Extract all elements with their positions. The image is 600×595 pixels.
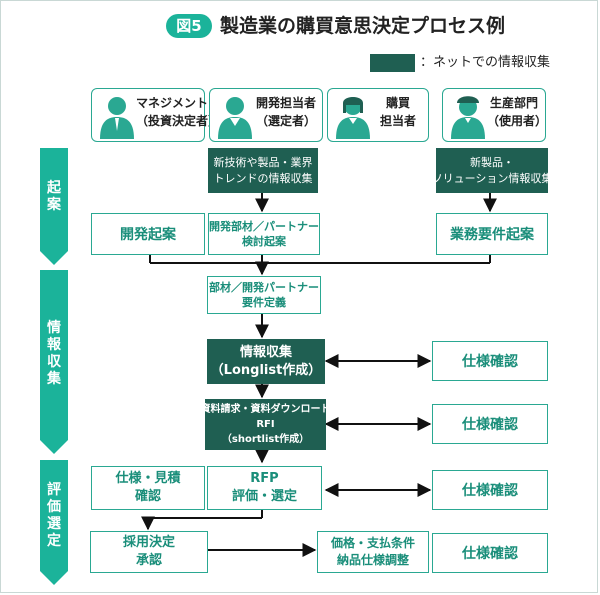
box-new-products: 新製品・ ソリューション情報収集 <box>432 148 552 193</box>
box-longlist: 情報収集 （Longlist作成） <box>207 339 325 384</box>
box-shortlist: 資料請求・資料ダウンロード RFI （shortlist作成） <box>201 399 331 450</box>
box-spec-check-1: 仕様確認 <box>432 341 548 381</box>
box-tech-info-line-1: 新技術や製品・業界 <box>213 155 313 169</box>
box-spec-check-3: 仕様確認 <box>432 470 548 510</box>
box-dev-proposal-line-1: 開発起案 <box>120 227 176 243</box>
box-tech-info-line-2: トレンドの情報収集 <box>213 171 313 185</box>
persona-purchasing-line-1: 購買 <box>385 96 410 110</box>
phase-evaluation-label: 評 価 選 定 <box>40 482 68 550</box>
phase-evaluation: 評 価 選 定 <box>40 460 68 585</box>
phase-proposal-char-2: 案 <box>47 197 61 213</box>
persona-purchasing: 購買 担当者 <box>327 88 429 142</box>
phase-info: 情 報 収 集 <box>40 270 68 454</box>
box-spec-estimate-line-1: 仕様・見積 <box>115 471 181 486</box>
phase-proposal: 起 案 <box>40 148 68 265</box>
persona-management-label: マネジメント （投資決定者） <box>136 94 221 130</box>
persona-developer-line-2: （選定者） <box>255 114 316 128</box>
persona-production: 生産部門 （使用者） <box>442 88 548 142</box>
legend-text: ：ネットでの情報収集 <box>420 55 551 70</box>
phase-info-arrow <box>40 270 68 454</box>
phase-proposal-char-1: 起 <box>47 180 61 196</box>
box-price-terms-line-2: 納品仕様調整 <box>336 553 409 567</box>
persona-management-line-1: マネジメント <box>136 96 209 110</box>
box-partner-definition: 部材／開発パートナー 要件定義 <box>207 276 321 314</box>
phase-info-char-2: 報 <box>47 337 61 353</box>
box-price-terms-line-1: 価格・支払条件 <box>330 536 415 550</box>
phase-evaluation-char-1: 評 <box>47 482 61 498</box>
figure-badge: 図5 <box>166 14 212 38</box>
box-adoption: 採用決定 承認 <box>90 531 208 573</box>
persona-developer-line-1: 開発担当者 <box>255 96 316 110</box>
phase-info-char-1: 情 <box>47 320 61 336</box>
box-rfp-line-1: RFP <box>250 471 279 486</box>
manager-person-icon <box>100 97 134 139</box>
box-adoption-line-2: 承認 <box>135 553 162 568</box>
box-longlist-line-1: 情報収集 <box>239 344 292 360</box>
persona-production-line-1: 生産部門 <box>489 96 538 110</box>
box-spec-check-2-line-1: 仕様確認 <box>462 417 518 433</box>
persona-developer-label: 開発担当者 （選定者） <box>254 94 318 130</box>
purchaser-person-icon <box>336 97 370 139</box>
box-partner-review-line-1: 開発部材／パートナー <box>209 220 319 233</box>
phase-evaluation-char-3: 選 <box>47 516 61 532</box>
box-partner-review: 開発部材／パートナー 検討起案 <box>208 213 320 255</box>
phase-info-char-4: 集 <box>47 371 61 387</box>
box-shortlist-line-2: RFI <box>256 419 275 430</box>
box-dev-proposal: 開発起案 <box>91 213 205 255</box>
box-biz-requirements: 業務要件起案 <box>436 213 548 255</box>
box-rfp-line-2: 評価・選定 <box>231 489 297 504</box>
box-adoption-line-1: 採用決定 <box>122 535 175 550</box>
box-partner-review-line-2: 検討起案 <box>242 235 286 248</box>
box-shortlist-line-3: （shortlist作成） <box>221 434 310 445</box>
persona-production-line-2: （使用者） <box>487 114 548 128</box>
box-spec-check-1-line-1: 仕様確認 <box>462 354 518 370</box>
phase-proposal-label: 起 案 <box>40 180 68 214</box>
persona-purchasing-label: 購買 担当者 <box>372 94 424 130</box>
figure-title: 製造業の購買意思決定プロセス例 <box>220 15 506 37</box>
box-spec-estimate: 仕様・見積 確認 <box>91 466 205 510</box>
persona-developer: 開発担当者 （選定者） <box>209 88 323 142</box>
box-partner-definition-line-1: 部材／開発パートナー <box>209 281 319 294</box>
phase-info-char-3: 収 <box>47 354 61 370</box>
box-spec-check-2: 仕様確認 <box>432 404 548 444</box>
phase-proposal-arrow <box>40 148 68 265</box>
persona-management-line-2: （投資決定者） <box>136 114 221 128</box>
box-price-terms: 価格・支払条件 納品仕様調整 <box>317 531 429 573</box>
persona-production-label: 生産部門 （使用者） <box>487 94 548 130</box>
box-spec-check-3-line-1: 仕様確認 <box>462 483 518 499</box>
phase-evaluation-char-4: 定 <box>47 533 61 549</box>
box-biz-requirements-line-1: 業務要件起案 <box>450 227 534 243</box>
box-shortlist-line-1: 資料請求・資料ダウンロード <box>200 404 331 415</box>
phase-evaluation-arrow <box>40 460 68 585</box>
phase-info-label: 情 報 収 集 <box>40 320 68 388</box>
persona-management: マネジメント （投資決定者） <box>91 88 221 142</box>
box-spec-check-4-line-1: 仕様確認 <box>462 546 518 562</box>
box-new-products-line-1: 新製品・ <box>470 155 514 169</box>
box-new-products-line-2: ソリューション情報収集 <box>431 171 553 185</box>
legend-swatch <box>370 54 415 72</box>
box-rfp: RFP 評価・選定 <box>207 466 322 510</box>
box-spec-check-4: 仕様確認 <box>432 533 548 573</box>
persona-purchasing-line-2: 担当者 <box>379 114 416 128</box>
box-longlist-line-2: （Longlist作成） <box>210 362 322 378</box>
worker-person-icon <box>451 96 485 139</box>
box-partner-definition-line-2: 要件定義 <box>242 296 286 309</box>
box-spec-estimate-line-2: 確認 <box>134 489 161 504</box>
developer-person-icon <box>218 97 252 139</box>
box-tech-info: 新技術や製品・業界 トレンドの情報収集 <box>208 148 318 193</box>
phase-evaluation-char-2: 価 <box>47 499 61 515</box>
